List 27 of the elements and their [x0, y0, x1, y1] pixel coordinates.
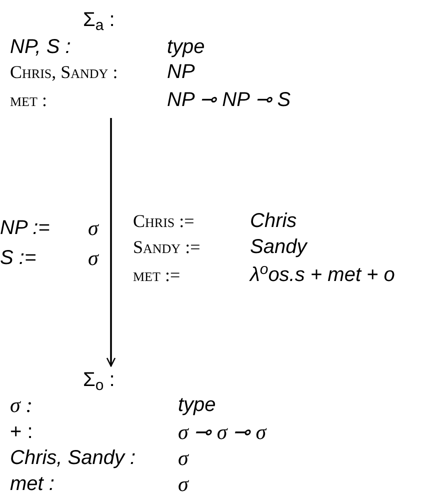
declared-type: σ — [178, 447, 188, 469]
mapping-term: S := — [0, 247, 36, 269]
mapping-value: λ$^{o}$os.s + met + o — [250, 264, 395, 286]
signature-heading: Σ$_{a}$ : — [83, 9, 115, 31]
declared-constant: σ : — [10, 394, 33, 416]
declared-type: NP ⊸ NP ⊸ S — [167, 89, 291, 111]
declared-type: σ ⊸ σ ⊸ σ — [178, 421, 266, 443]
declared-type: NP — [167, 61, 195, 83]
arrow — [106, 118, 116, 367]
declared-constant: Chris, Sandy : — [10, 61, 118, 83]
mapping-value: Chris — [250, 210, 297, 232]
mapping-term: Chris := — [133, 210, 194, 232]
mapping-value: Sandy — [250, 236, 307, 258]
declared-constant: met : — [10, 473, 54, 495]
signature-heading: Σ$_{o}$ : — [83, 369, 115, 391]
declared-type: σ — [178, 473, 188, 495]
mapping-value: σ — [88, 217, 98, 239]
declared-constant: met : — [10, 89, 47, 111]
declared-constant: NP, S : — [10, 36, 71, 58]
declared-constant: + : — [10, 421, 33, 443]
mapping-value: σ — [88, 247, 98, 269]
mapping-term: met := — [133, 264, 180, 286]
declared-type: type — [178, 394, 216, 416]
mapping-term: Sandy := — [133, 236, 200, 258]
declared-type: type — [167, 36, 205, 58]
declared-constant: Chris, Sandy : — [10, 447, 136, 469]
mapping-term: NP := — [0, 217, 50, 239]
